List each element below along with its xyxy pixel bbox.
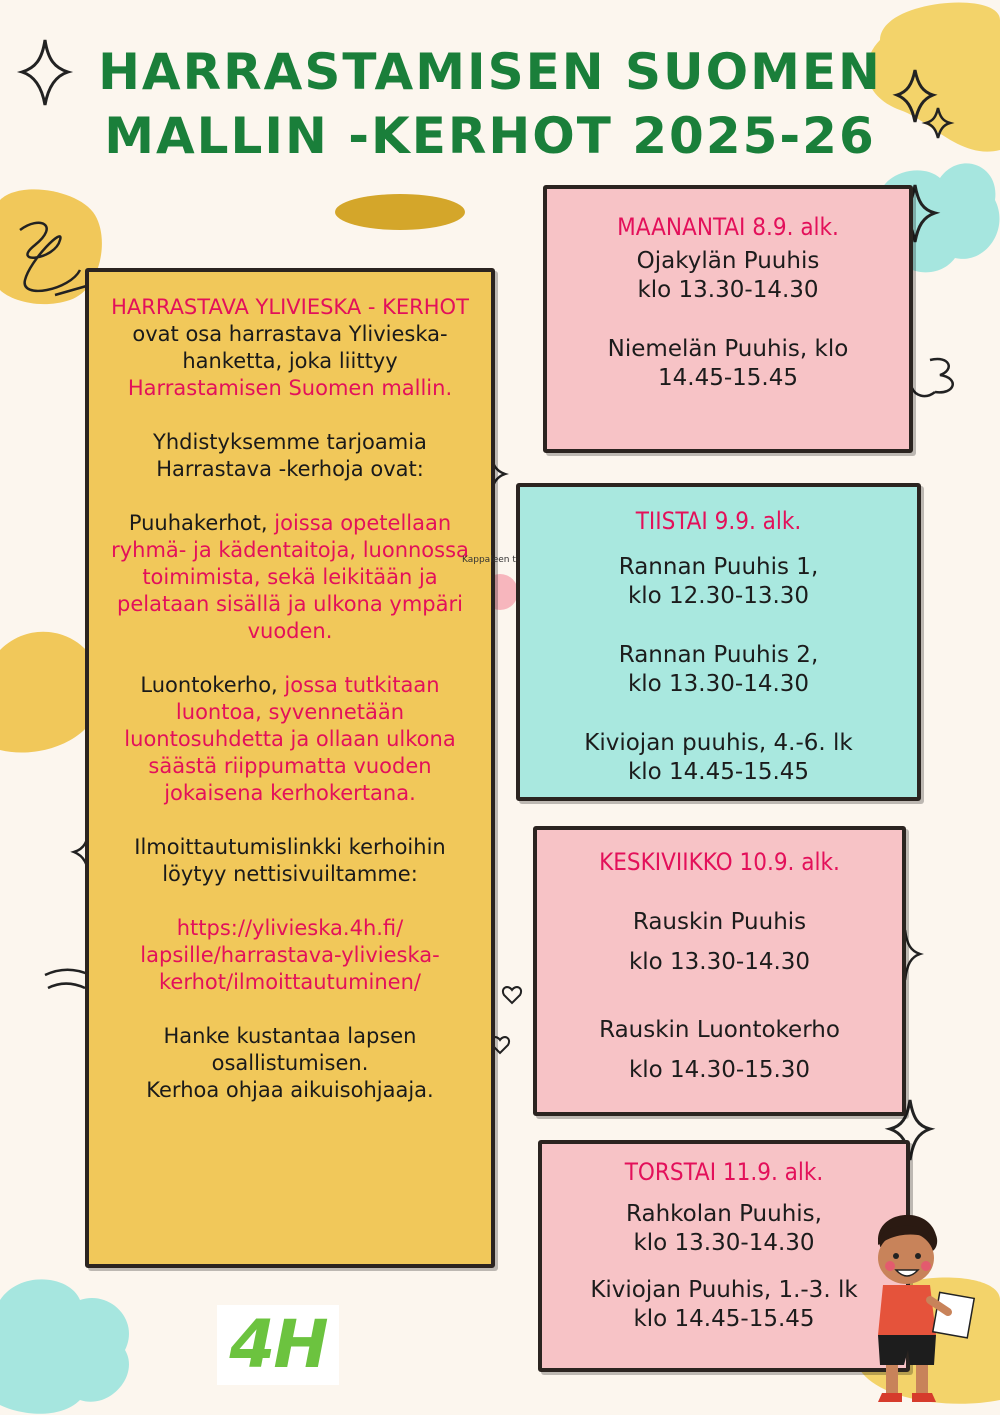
day-title: KESKIVIIKKO 10.9. alk.: [599, 848, 840, 876]
info-leader: Kerhoa ohjaa aikuisohjaaja.: [146, 1078, 434, 1102]
small-label: Kappaleen teksti: [462, 555, 538, 565]
schedule-entry: Rauskin Luontokerho klo 14.30-15.30: [537, 1010, 902, 1090]
schedule-entry: Kiviojan Puuhis, 1.-3. lk klo 14.45-15.4…: [542, 1276, 906, 1334]
info-puuhakerhot: Puuhakerhot, joissa opetellaan ryhmä- ja…: [103, 510, 477, 645]
signup-link[interactable]: https://ylivieska.4h.fi/ lapsille/harras…: [140, 916, 440, 994]
schedule-entry: Rannan Puuhis 1, klo 12.30-13.30: [520, 553, 917, 611]
schedule-entry: Rauskin Puuhis klo 13.30-14.30: [537, 902, 902, 982]
info-offer: Yhdistyksemme tarjoamia Harrastava -kerh…: [153, 430, 427, 481]
entry-time: klo 14.45-15.45: [627, 759, 810, 785]
4h-logo-text: 4H: [229, 1306, 328, 1383]
olive-ellipse: [335, 194, 465, 230]
info-intro: ovat osa harrastava Ylivieska- hanketta,…: [103, 321, 477, 402]
sparkle-icon: [16, 39, 74, 106]
entry-name: Rannan Puuhis 2,: [618, 642, 819, 668]
day-title: MAANANTAI 8.9. alk.: [617, 213, 839, 241]
luontokerho-name: Luontokerho,: [140, 673, 278, 697]
scribble-decoration: [19, 221, 91, 297]
entry-name: Rauskin Luontokerho: [599, 1017, 840, 1043]
entry-time: klo 13.30-14.30: [633, 1230, 815, 1256]
schedule-entry: Kiviojan puuhis, 4.-6. lk klo 14.45-15.4…: [520, 729, 917, 787]
yellow-blob-left-mid: [0, 631, 101, 753]
line-decoration: [44, 968, 91, 990]
info-signup: Ilmoittautumislinkki kerhoihin löytyy ne…: [134, 835, 446, 886]
entry-name: Rannan Puuhis 1,: [618, 554, 819, 580]
schedule-entry: Niemelän Puuhis, klo 14.45-15.45: [547, 335, 909, 393]
day-card-monday: MAANANTAI 8.9. alk. Ojakylän Puuhis klo …: [543, 185, 913, 453]
title-line-1: HARRASTAMISEN SUOMEN: [98, 43, 882, 101]
entry-time: klo 12.30-13.30: [627, 583, 810, 609]
page-title: HARRASTAMISEN SUOMEN MALLIN -KERHOT 2025…: [60, 40, 920, 168]
info-text: HARRASTAVA YLIVIESKA - KERHOT ovat osa h…: [89, 272, 491, 1104]
sparkle-icon: [884, 1099, 936, 1161]
title-line-2: MALLIN -KERHOT 2025-26: [104, 107, 876, 165]
teal-cloud-bottom-left: [0, 1279, 129, 1414]
luontokerho-desc: jossa tutkitaan luontoa, syvennetään luo…: [124, 673, 456, 805]
yellow-blob-top-right: [866, 2, 1000, 152]
entry-time: klo 13.30-14.30: [628, 949, 811, 975]
day-card-tuesday: TIISTAI 9.9. alk. Rannan Puuhis 1, klo 1…: [516, 483, 921, 801]
day-card-wednesday: KESKIVIIKKO 10.9. alk. Rauskin Puuhis kl…: [533, 826, 906, 1116]
entry-name: Rauskin Puuhis: [632, 909, 807, 935]
schedule-entry: Rannan Puuhis 2, klo 13.30-14.30: [520, 641, 917, 699]
info-intro-text: ovat osa harrastava Ylivieska- hanketta,…: [132, 322, 448, 373]
entry-name: Kiviojan puuhis, 4.-6. lk: [584, 730, 853, 756]
sparkle-icon: [921, 107, 955, 139]
entry-name: Ojakylän Puuhis: [636, 248, 820, 274]
4h-logo: 4H: [217, 1305, 339, 1385]
day-title: TORSTAI 11.9. alk.: [624, 1158, 824, 1186]
info-panel: HARRASTAVA YLIVIESKA - KERHOT ovat osa h…: [85, 268, 495, 1268]
entry-time: klo 14.45-15.45: [633, 1306, 815, 1332]
squiggle-decoration: [910, 357, 954, 398]
entry-time: 14.45-15.45: [658, 365, 798, 391]
info-luontokerho: Luontokerho, jossa tutkitaan luontoa, sy…: [103, 672, 477, 807]
info-intro-link-text: Harrastamisen Suomen mallin.: [127, 376, 453, 400]
schedule-entry: Rahkolan Puuhis, klo 13.30-14.30: [542, 1200, 906, 1258]
entry-time: klo 14.30-15.30: [628, 1057, 811, 1083]
sparkle-icon: [892, 69, 938, 123]
entry-name: Kiviojan Puuhis, 1.-3. lk: [590, 1277, 858, 1303]
info-cost: Hanke kustantaa lapsen osallistumisen.: [163, 1024, 417, 1075]
child-illustration: [878, 1214, 976, 1402]
puuhakerhot-name: Puuhakerhot,: [128, 511, 268, 535]
schedule-entry: Ojakylän Puuhis klo 13.30-14.30: [547, 247, 909, 305]
heart-icon: [490, 1036, 510, 1055]
entry-time: klo 13.30-14.30: [637, 277, 819, 303]
entry-name: Rahkolan Puuhis,: [626, 1201, 822, 1227]
heart-icon: [502, 986, 522, 1005]
info-heading: HARRASTAVA YLIVIESKA - KERHOT: [111, 295, 469, 319]
day-card-thursday: TORSTAI 11.9. alk. Rahkolan Puuhis, klo …: [538, 1140, 910, 1372]
entry-time: klo 13.30-14.30: [627, 671, 810, 697]
puuhakerhot-desc: joissa opetellaan ryhmä- ja kädentaitoja…: [111, 511, 469, 643]
entry-name: Niemelän Puuhis, klo: [607, 336, 849, 362]
day-title: TIISTAI 9.9. alk.: [635, 507, 802, 535]
